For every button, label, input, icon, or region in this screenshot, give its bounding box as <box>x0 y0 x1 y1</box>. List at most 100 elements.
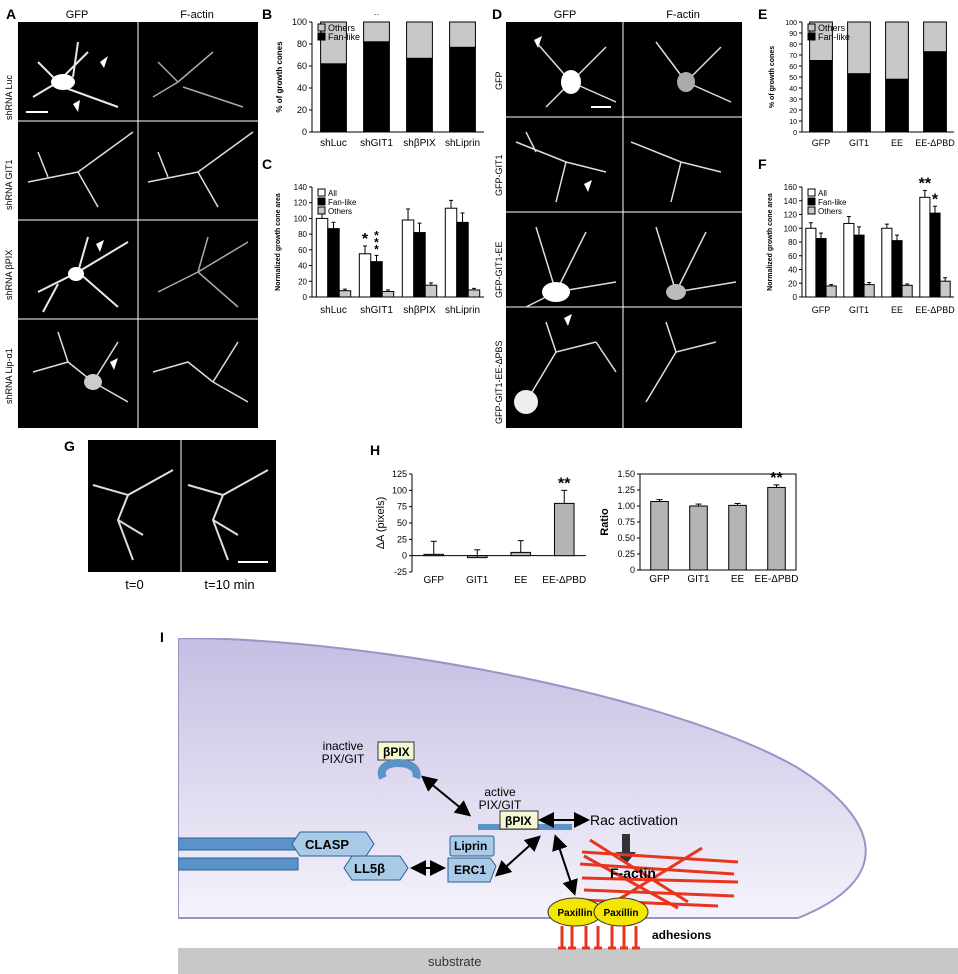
bar <box>423 553 445 557</box>
y-tick-label: 140 <box>294 183 308 192</box>
legend-swatch <box>317 197 326 206</box>
panel-label-i: I <box>160 629 164 645</box>
y-tick-label: 100 <box>785 20 797 27</box>
y-tick-label: 10 <box>789 119 797 126</box>
legend-swatch <box>807 206 816 215</box>
legend-label: Others <box>328 207 352 216</box>
y-tick-label: 0 <box>630 565 635 575</box>
panel-i-diagram: substrate CLASP LL5β Liprin ERC1 inactiv… <box>178 638 958 974</box>
panel-d-row-2: GFP-GIT1 <box>494 154 504 196</box>
significance-mark: * <box>374 235 379 249</box>
category-label: GIT1 <box>849 305 869 315</box>
legend-swatch <box>317 32 326 41</box>
y-tick-label: 0.75 <box>617 517 635 527</box>
adhesions-label: adhesions <box>652 928 712 942</box>
category-label: EE <box>514 575 528 584</box>
bar-others <box>406 21 433 59</box>
legend-label: Fan-like <box>328 32 360 42</box>
bar-fan-like <box>923 51 947 133</box>
panel-label-e: E <box>758 6 768 22</box>
bar-fan-like <box>809 60 833 133</box>
bar-fan-like <box>363 41 390 133</box>
bar-all <box>881 227 893 298</box>
liprin-label: Liprin <box>454 839 487 853</box>
y-tick-label: 100 <box>292 17 307 27</box>
y-tick-label: -25 <box>394 567 407 577</box>
paxillin-label-1: Paxillin <box>557 908 592 919</box>
bpix-active-label: βPIX <box>505 814 532 828</box>
y-tick-label: 80 <box>788 238 797 247</box>
bar-fan-like <box>847 73 871 133</box>
y-tick-label: 20 <box>297 105 307 115</box>
category-label: GFP <box>812 305 831 315</box>
panel-d-col-factin: F-actin <box>666 9 700 21</box>
legend-label: All <box>328 189 337 198</box>
y-tick-label: 0 <box>402 551 407 561</box>
y-axis-label: % of growth cones <box>275 41 284 113</box>
panel-d-row-1: GFP <box>494 71 504 90</box>
y-tick-label: 80 <box>298 230 307 239</box>
y-tick-label: 75 <box>397 502 407 512</box>
arrowhead-icon <box>73 100 80 112</box>
category-label: EE-ΔPBD <box>542 575 586 584</box>
significance-mark: ** <box>558 475 571 492</box>
y-tick-label: 60 <box>297 61 307 71</box>
rac-activation-label: Rac activation <box>590 812 678 828</box>
bar-others <box>885 21 909 80</box>
bar-fan-like <box>853 234 865 298</box>
microtubules: CLASP LL5β <box>178 831 409 881</box>
legend-label: All <box>818 189 827 198</box>
arrowhead-icon <box>564 314 572 326</box>
y-axis-label: Ratio <box>599 508 611 536</box>
bar-others <box>847 21 871 75</box>
significance-mark: * <box>374 242 379 256</box>
y-tick-label: 20 <box>789 108 797 115</box>
panel-d-col-gfp: GFP <box>553 9 577 21</box>
y-axis-label: % of growth cones <box>769 46 776 108</box>
panel-a-image-grid <box>18 22 258 428</box>
paxillin-label-2: Paxillin <box>603 908 638 919</box>
bar-others <box>381 291 395 298</box>
f-actin-label: F-actin <box>610 865 656 881</box>
y-tick-label: 40 <box>298 262 307 271</box>
bar <box>689 505 708 571</box>
y-tick-label: 125 <box>392 469 407 479</box>
legend-label: Fan-like <box>818 198 847 207</box>
legend-label: Fan-like <box>328 198 357 207</box>
y-tick-label: 50 <box>397 518 407 528</box>
y-tick-label: 60 <box>789 64 797 71</box>
y-tick-label: 30 <box>789 97 797 104</box>
bar-others <box>467 289 481 298</box>
time-label-0: t=0 <box>125 577 144 592</box>
panel-a-row-2: shRNA GIT1 <box>4 159 14 210</box>
bar <box>650 501 669 571</box>
panel-label-f: F <box>758 156 767 172</box>
y-tick-label: 40 <box>297 83 307 93</box>
category-label: EE <box>891 305 903 315</box>
significance-mark: * <box>932 191 939 208</box>
panel-a-row-4: shRNA Lip-α1 <box>4 348 14 404</box>
y-tick-label: 0.25 <box>617 549 635 559</box>
bar-all <box>401 219 415 298</box>
bar-all <box>315 217 329 298</box>
y-tick-label: 0 <box>303 293 308 302</box>
category-label: EE <box>891 138 903 148</box>
legend-swatch <box>807 197 816 206</box>
bar <box>510 551 532 557</box>
panel-label-d: D <box>492 6 503 22</box>
legend-label: Others <box>328 23 356 33</box>
significance-mark: * <box>373 14 380 24</box>
legend-label: Fan-like <box>818 32 850 42</box>
bar-fan-like <box>449 46 476 133</box>
bar <box>767 486 786 571</box>
y-tick-label: 0 <box>793 293 798 302</box>
category-label: GFP <box>423 575 444 584</box>
bar-all <box>805 227 817 298</box>
y-axis-label: ΔA (pixels) <box>375 497 387 550</box>
arrowhead-icon <box>96 240 104 252</box>
panel-g-image-grid <box>88 440 276 572</box>
